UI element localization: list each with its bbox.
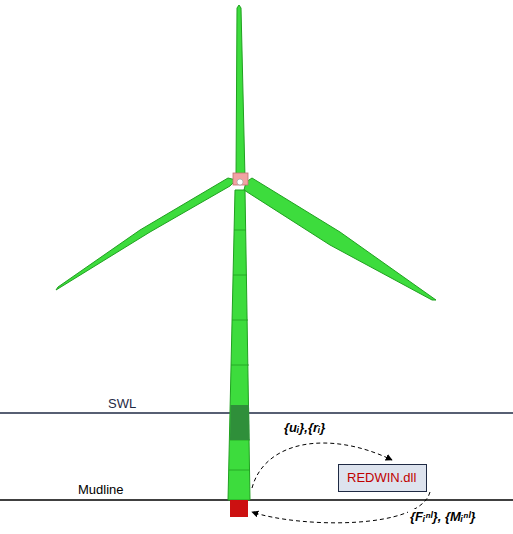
mudline-line — [0, 499, 513, 500]
tower-sections — [229, 230, 250, 470]
splash-zone — [230, 405, 250, 440]
mudline-label: Mudline — [76, 482, 126, 497]
force-label: {Fᵢⁿˡ}, {Mᵢⁿˡ} — [408, 509, 478, 524]
swl-label: SWL — [106, 396, 138, 411]
nacelle — [233, 173, 248, 185]
node-label: REDWIN.dll — [347, 470, 418, 485]
force-arrow — [252, 492, 430, 523]
displacement-label: {uᵢ},{rᵢ} — [282, 420, 327, 435]
foundation-element — [230, 500, 248, 517]
tower — [228, 190, 250, 500]
swl-line — [0, 412, 513, 413]
dll-box: REDWIN.dll — [338, 464, 427, 492]
hub — [237, 179, 243, 185]
